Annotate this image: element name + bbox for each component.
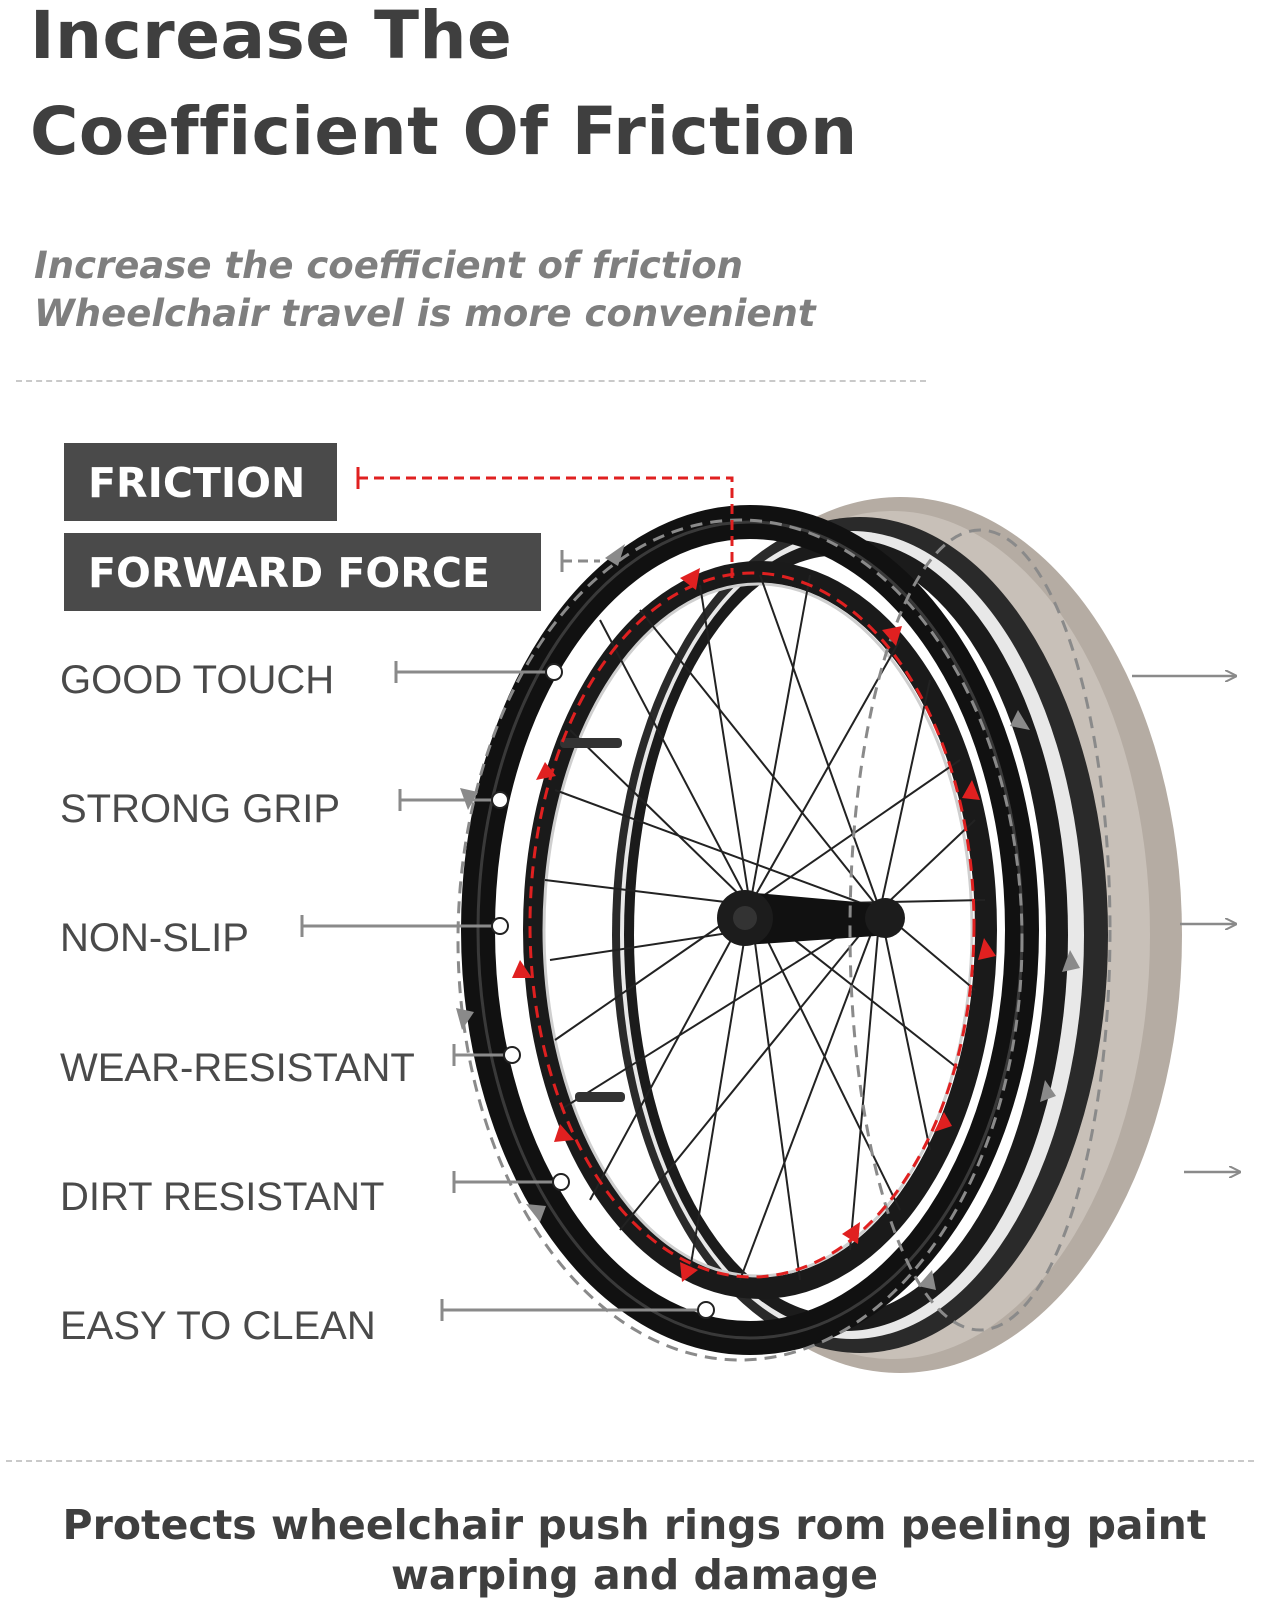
push-ring-shape: [461, 505, 1039, 1355]
subtitle-line-2: Wheelchair travel is more convenient: [34, 292, 816, 335]
footer-line-2: warping and damage: [390, 1551, 878, 1599]
forward-force-legend-tag: FORWARD FORCE: [64, 533, 541, 611]
subtitle: Increase the coefficient of friction Whe…: [34, 242, 816, 338]
wheel-hub: [717, 890, 905, 946]
feature-non-slip: NON-SLIP: [60, 916, 249, 960]
footer-line-1: Protects wheelchair push rings rom peeli…: [62, 1501, 1207, 1549]
feature-dirt-resistant: DIRT RESISTANT: [60, 1175, 385, 1219]
footer-caption: Protects wheelchair push rings rom peeli…: [0, 1500, 1269, 1600]
title-line-2: Coefficient Of Friction: [30, 93, 858, 170]
forward-force-path: [456, 518, 1112, 1362]
friction-path: [512, 568, 996, 1282]
legend-leaders: [356, 467, 734, 578]
forward-arrow-icons: [1132, 676, 1240, 1172]
bottom-divider: [6, 1460, 1254, 1462]
title-line-1: Increase The: [30, 0, 513, 74]
friction-legend-tag: FRICTION: [64, 443, 337, 521]
top-divider: [16, 380, 926, 382]
subtitle-line-1: Increase the coefficient of friction: [34, 244, 743, 287]
feature-easy-to-clean: EASY TO CLEAN: [60, 1304, 376, 1348]
wheel-spokes: [544, 574, 986, 1281]
feature-dots: [491, 663, 715, 1319]
feature-good-touch: GOOD TOUCH: [60, 658, 335, 702]
feature-strong-grip: STRONG GRIP: [60, 787, 341, 831]
feature-callouts: [300, 661, 704, 1321]
ring-brackets: [560, 738, 625, 1102]
feature-wear-resistant: WEAR-RESISTANT: [60, 1046, 415, 1090]
page-title: Increase The Coefficient Of Friction: [30, 0, 858, 180]
